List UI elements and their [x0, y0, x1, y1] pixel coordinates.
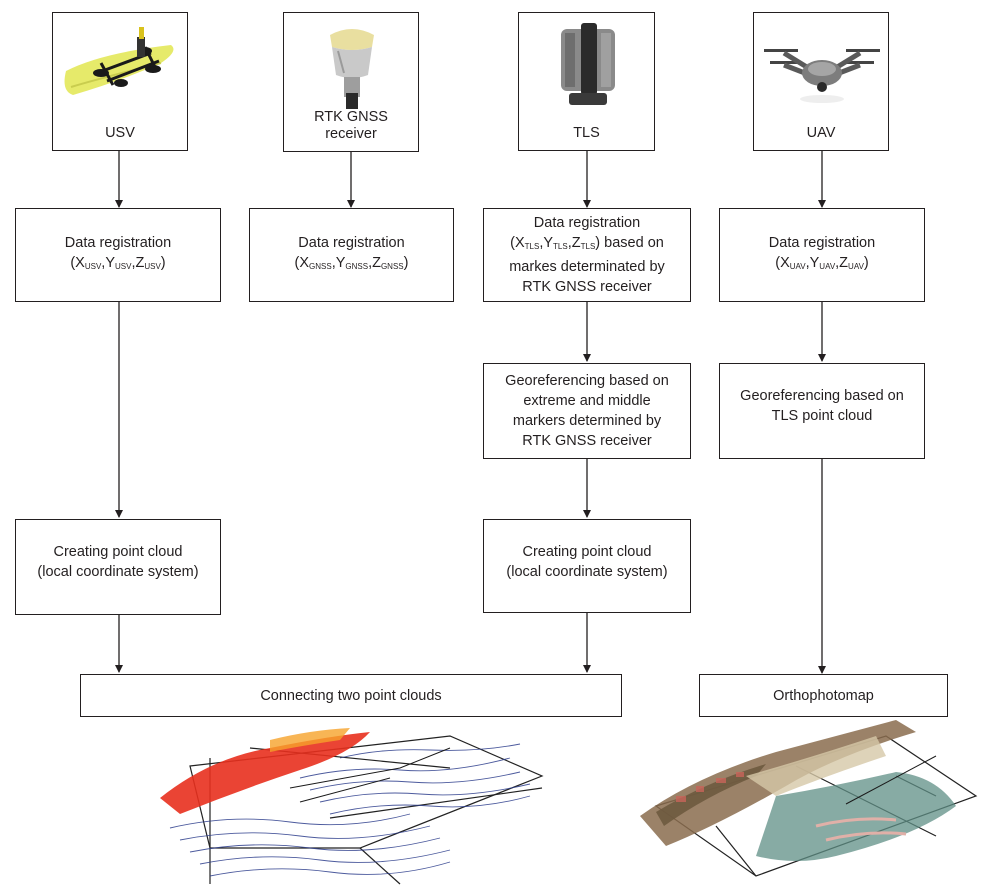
usv-point-cloud-box: Creating point cloud (local coordinate s…	[15, 519, 221, 615]
tls-cloud-line2: (local coordinate system)	[506, 564, 668, 580]
usv-label: USV	[105, 125, 135, 141]
uav-georeferencing-box: Georeferencing based on TLS point cloud	[719, 363, 925, 459]
tls-point-cloud-box: Creating point cloud (local coordinate s…	[483, 519, 691, 613]
tls-registration-line2: markes determinated by	[509, 259, 665, 275]
tls-georef-line2: extreme and middle	[523, 393, 651, 409]
usv-registration-title: Data registration	[64, 235, 172, 251]
uav-georef-line1: Georeferencing based on	[740, 388, 904, 404]
uav-registration-title: Data registration	[768, 235, 876, 251]
orthophotomap-box: Orthophotomap	[699, 674, 948, 717]
uav-data-registration-box: Data registration (XUAV,YUAV,ZUAV)	[719, 208, 925, 302]
tls-georef-line1: Georeferencing based on	[505, 373, 669, 389]
usv-data-registration-box: Data registration (XUSV,YUSV,ZUSV)	[15, 208, 221, 302]
tls-registration-line3: RTK GNSS receiver	[522, 279, 652, 295]
orthophotomap-label: Orthophotomap	[773, 687, 874, 704]
tls-device-box: TLS	[518, 12, 655, 151]
gnss-coordinates: (XGNSS,YGNSS,ZGNSS)	[294, 255, 409, 271]
tls-georef-line3: markers determined by	[512, 413, 662, 429]
tls-georef-line4: RTK GNSS receiver	[522, 433, 652, 449]
usv-cloud-line1: Creating point cloud	[53, 544, 183, 560]
uav-drone-icon	[764, 49, 880, 103]
tls-georeferencing-box: Georeferencing based on extreme and midd…	[483, 363, 691, 459]
uav-label: UAV	[806, 125, 836, 141]
merged-point-cloud-image	[160, 728, 544, 885]
usv-device-box: USV	[52, 12, 188, 151]
usv-coordinates: (XUSV,YUSV,ZUSV)	[70, 255, 166, 271]
connecting-point-clouds-box: Connecting two point clouds	[80, 674, 622, 717]
usv-boat-icon	[64, 27, 174, 95]
gnss-label: RTK GNSS receiver	[314, 109, 388, 142]
uav-device-box: UAV	[753, 12, 889, 151]
tls-scanner-icon	[561, 23, 615, 105]
gnss-receiver-icon	[330, 29, 374, 109]
gnss-registration-title: Data registration	[298, 235, 405, 251]
tls-data-registration-box: Data registration (XTLS,YTLS,ZTLS) based…	[483, 208, 691, 302]
gnss-device-box: RTK GNSS receiver	[283, 12, 419, 152]
connecting-label: Connecting two point clouds	[260, 687, 442, 704]
tls-registration-title: Data registration	[533, 215, 641, 231]
orthophoto-cloud-image	[640, 720, 978, 877]
uav-georef-line2: TLS point cloud	[771, 408, 873, 424]
tls-label: TLS	[573, 125, 600, 141]
usv-cloud-line2: (local coordinate system)	[37, 564, 199, 580]
tls-coordinates: (XTLS,YTLS,ZTLS) based on	[510, 235, 664, 251]
gnss-data-registration-box: Data registration (XGNSS,YGNSS,ZGNSS)	[249, 208, 454, 302]
uav-coordinates: (XUAV,YUAV,ZUAV)	[775, 255, 869, 271]
tls-cloud-line1: Creating point cloud	[522, 544, 652, 560]
